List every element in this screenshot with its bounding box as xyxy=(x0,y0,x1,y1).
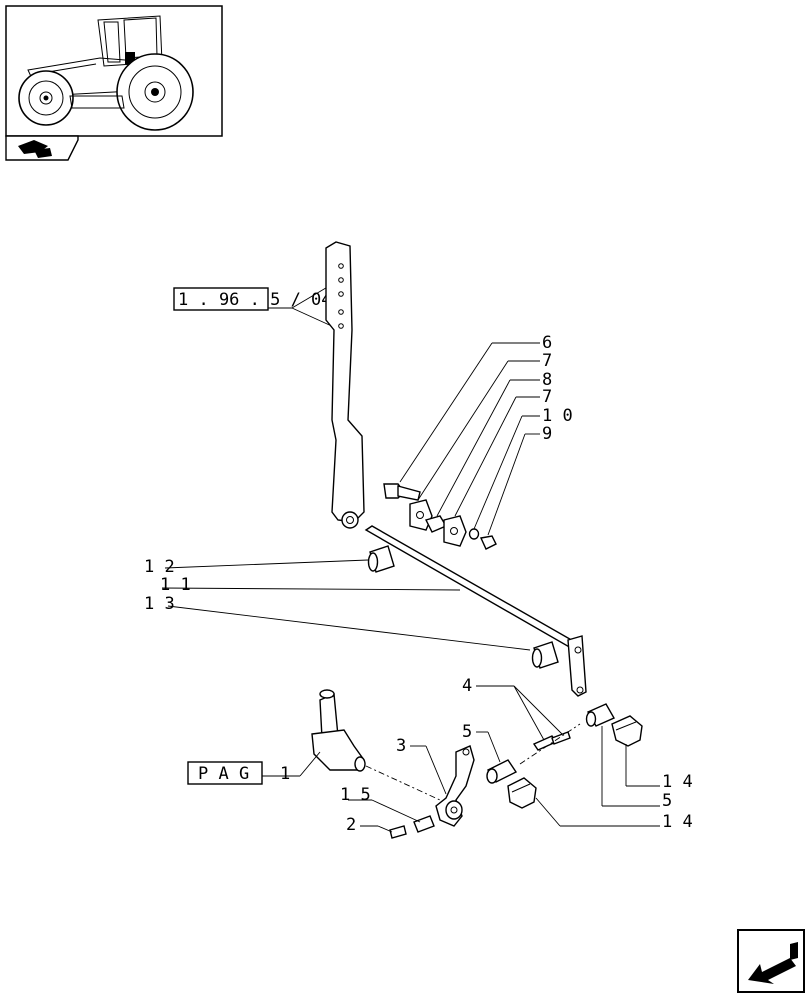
page-reference-text: P A G xyxy=(198,764,249,784)
callout-14b: 1 4 xyxy=(662,812,693,832)
bushing-13-part xyxy=(531,641,559,669)
page-reference-box[interactable]: P A G xyxy=(187,761,263,785)
shaft-rod-part xyxy=(364,525,587,697)
clip-14a-part xyxy=(611,715,643,747)
top-reference-text: 1 . 96 . 5 / 04 xyxy=(178,290,332,310)
callout-7a: 7 xyxy=(542,351,552,371)
pointer-hand-icon[interactable] xyxy=(5,135,79,161)
callout-2: 2 xyxy=(346,815,356,835)
clip-14b-part xyxy=(507,777,537,809)
callout-15: 1 5 xyxy=(340,785,371,805)
bushing-12-part xyxy=(367,545,395,573)
callout-9: 9 xyxy=(542,424,552,444)
callout-11: 1 1 xyxy=(160,575,191,595)
lever-arm-part xyxy=(435,745,475,827)
callout-6: 6 xyxy=(542,333,552,353)
callout-13: 1 3 xyxy=(144,594,175,614)
pin-4-part xyxy=(532,731,571,751)
callout-4: 4 xyxy=(462,676,472,696)
cylinder-5-part xyxy=(486,759,518,784)
fastener-parts xyxy=(383,483,497,550)
tractor-thumbnail-icon[interactable] xyxy=(5,5,223,137)
callout-8: 8 xyxy=(542,370,552,390)
pin-15-part xyxy=(413,815,435,833)
shift-shaft-part xyxy=(311,689,366,772)
callout-12: 1 2 xyxy=(144,557,175,577)
callout-5-right: 5 xyxy=(662,791,672,811)
prev-page-arrow-icon[interactable] xyxy=(737,929,805,993)
upper-lever-part xyxy=(325,241,365,529)
cylinder-5b-part xyxy=(585,703,615,727)
pin-2-part xyxy=(389,825,407,839)
callout-14a: 1 4 xyxy=(662,772,693,792)
callout-7b: 7 xyxy=(542,387,552,407)
callout-1: 1 xyxy=(280,764,290,784)
top-reference-box[interactable]: 1 . 96 . 5 / 04 xyxy=(173,287,332,311)
callout-3: 3 xyxy=(396,736,406,756)
callout-5-left: 5 xyxy=(462,722,472,742)
callout-10: 1 0 xyxy=(542,406,573,426)
